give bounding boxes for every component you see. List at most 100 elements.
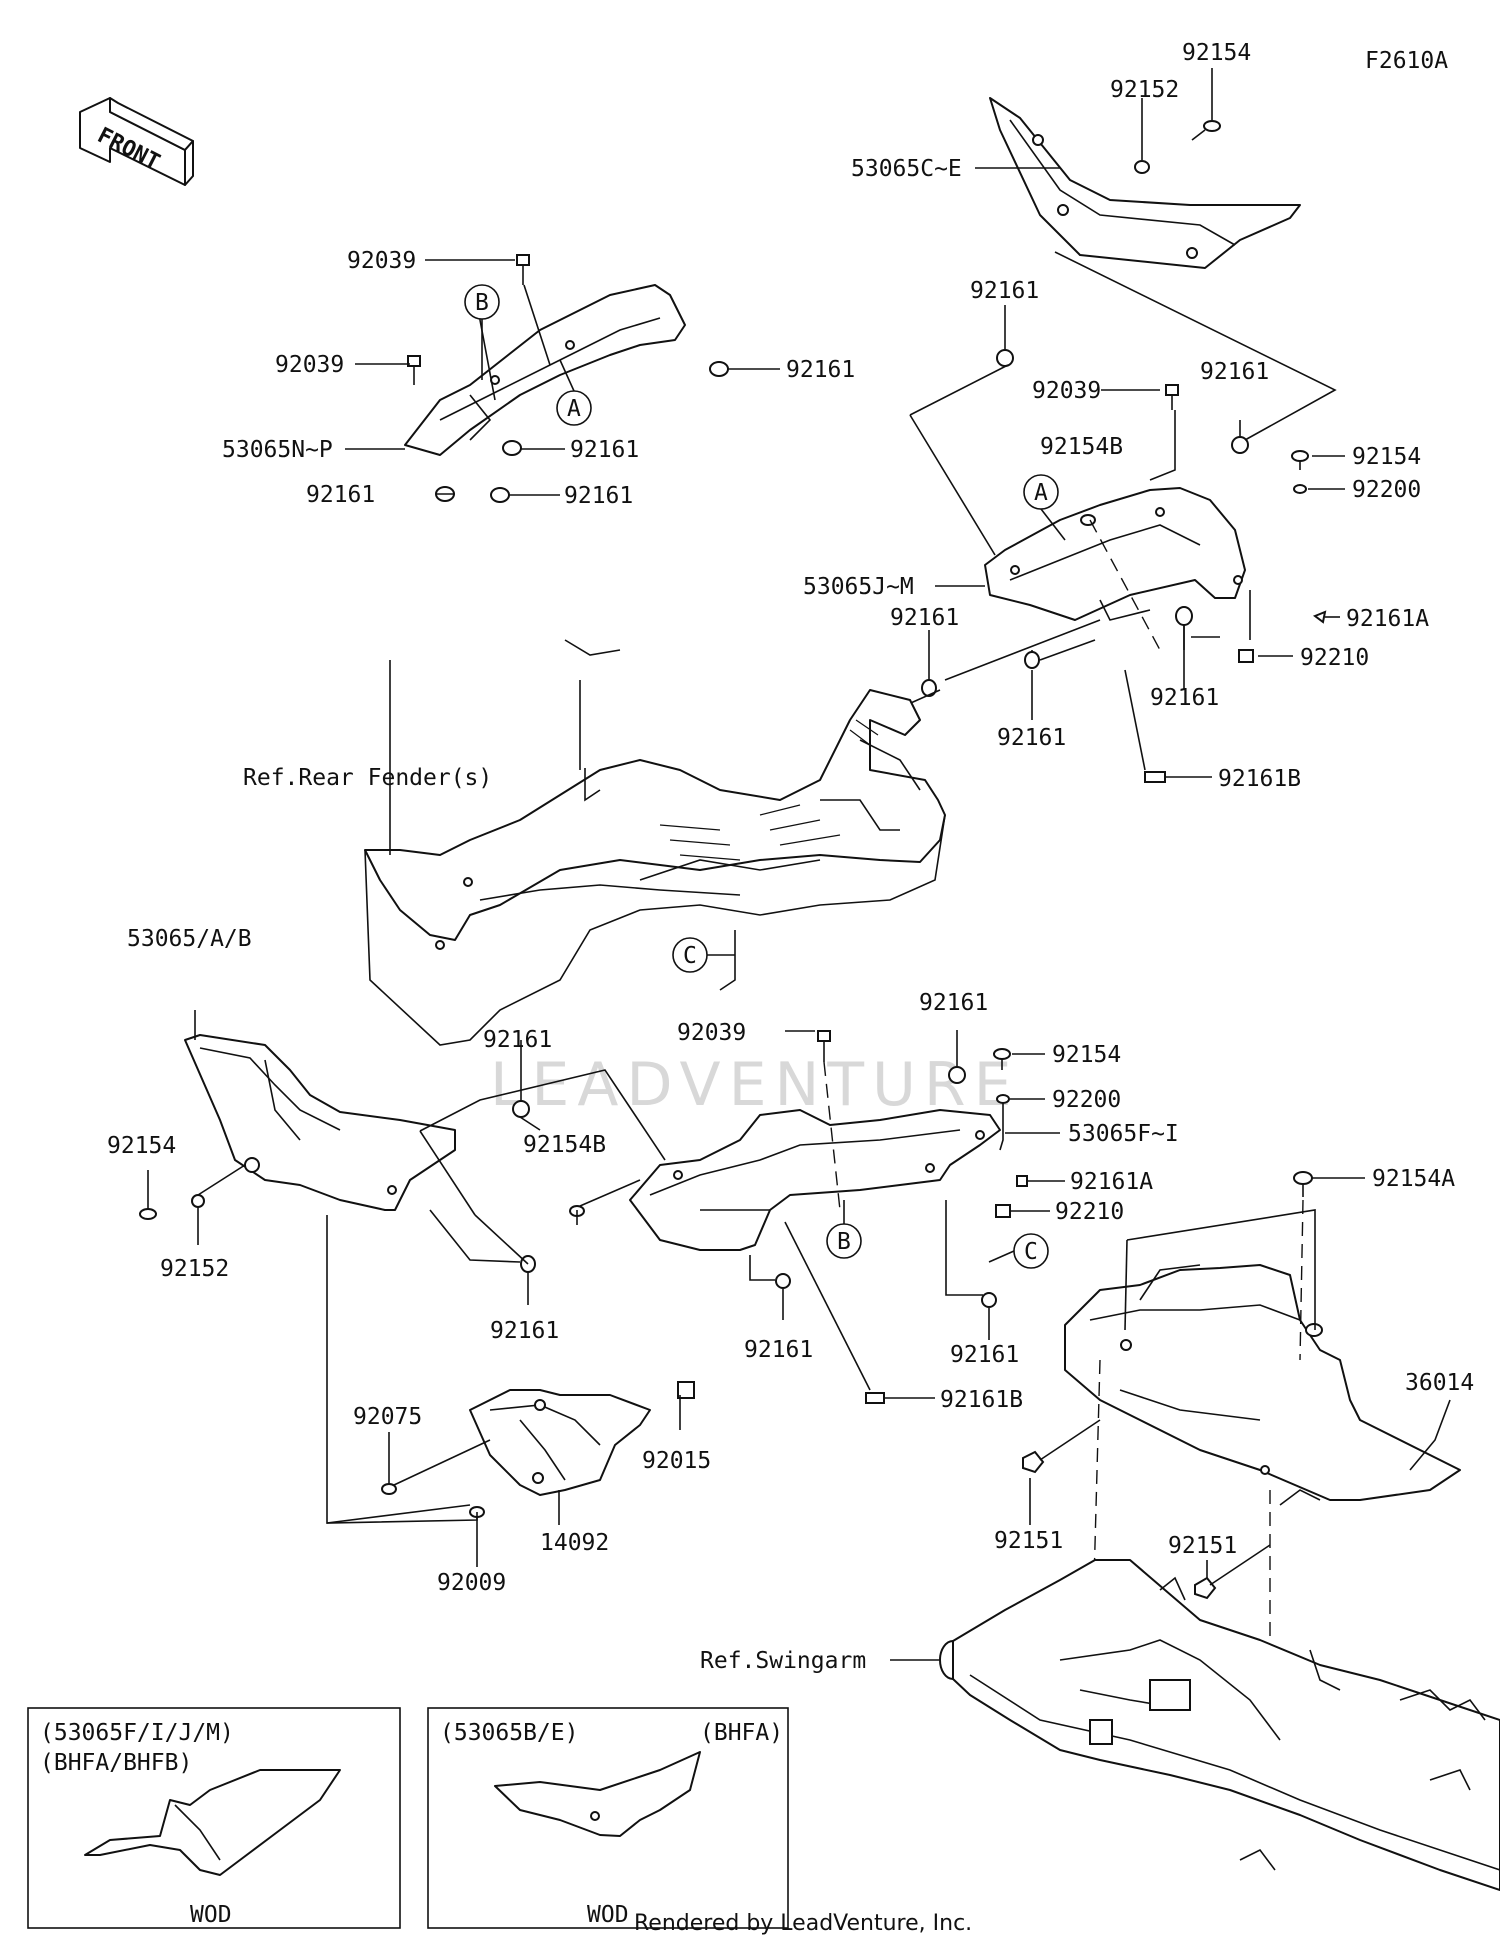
callout-92154: 92154 — [107, 1133, 176, 1159]
bracket-14092 — [469, 1389, 651, 1496]
rear-fender-assembly — [364, 639, 946, 1046]
grommet-icon — [709, 361, 729, 377]
callout-92154b: 92154B — [1040, 434, 1123, 460]
callout-92161: 92161 — [786, 357, 855, 383]
callout-92154: 92154 — [1052, 1042, 1121, 1068]
inset-left-part — [84, 1769, 341, 1876]
rivet-icon — [817, 1030, 831, 1062]
callout-53065-a-b: 53065/A/B — [127, 926, 252, 952]
clip-icon — [865, 1392, 885, 1404]
ref-letter-a: A — [1034, 480, 1048, 506]
bolt-icon — [1194, 1576, 1217, 1600]
inset-right-models: (53065B/E) — [440, 1720, 578, 1746]
ref-letter-b: B — [837, 1229, 851, 1255]
washer-icon — [191, 1194, 205, 1208]
grommet-icon — [502, 440, 522, 456]
callout-92161: 92161 — [564, 483, 633, 509]
callout-92152: 92152 — [160, 1256, 229, 1282]
callout-92200: 92200 — [1352, 477, 1421, 503]
screw-icon — [1293, 1171, 1313, 1197]
callout-92210: 92210 — [1055, 1199, 1124, 1225]
side-cover-middle-right — [984, 487, 1246, 621]
grommet-icon — [948, 1066, 966, 1084]
callout-92161: 92161 — [997, 725, 1066, 751]
callout-92015: 92015 — [642, 1448, 711, 1474]
callout-ref-swingarm: Ref.Swingarm — [700, 1648, 866, 1674]
callout-92161: 92161 — [306, 482, 375, 508]
nut-icon — [677, 1381, 695, 1399]
callout-92161: 92161 — [570, 437, 639, 463]
clip-icon — [1144, 771, 1166, 783]
callout-36014: 36014 — [1405, 1370, 1474, 1396]
screw-icon — [1191, 120, 1221, 141]
callout-92161: 92161 — [1200, 359, 1269, 385]
callout-92161: 92161 — [890, 605, 959, 631]
callout-92154a: 92154A — [1372, 1166, 1455, 1192]
callout-92151: 92151 — [994, 1528, 1063, 1554]
callout-53065c-e: 53065C~E — [851, 156, 962, 182]
clip-icon — [1312, 610, 1327, 624]
inset-right-variants: (BHFA) — [700, 1720, 783, 1746]
ref-letter-b: B — [475, 290, 489, 316]
callout-53065f-i: 53065F~I — [1068, 1121, 1179, 1147]
callout-53065j-m: 53065J~M — [803, 574, 914, 600]
screw-icon — [1291, 450, 1309, 470]
inset-left-variants: (BHFA/BHFB) — [40, 1750, 192, 1776]
grommet-icon — [490, 487, 510, 503]
nut-icon — [995, 1204, 1011, 1218]
callout-92161b: 92161B — [940, 1387, 1023, 1413]
screw-icon — [993, 1048, 1011, 1070]
washer-icon — [1134, 160, 1150, 174]
swingarm — [939, 1559, 1500, 1891]
callout-14092: 14092 — [540, 1530, 609, 1556]
callout-92161a: 92161A — [1070, 1169, 1153, 1195]
grommet-icon — [996, 349, 1014, 367]
side-cover-middle-left — [629, 1109, 1001, 1251]
grommet-icon — [921, 679, 937, 697]
callout-92154: 92154 — [1352, 444, 1421, 470]
callout-92161: 92161 — [483, 1027, 552, 1053]
inset-right-caption: WOD — [587, 1902, 629, 1928]
ref-letter-c: C — [683, 943, 697, 969]
inset-left-caption: WOD — [190, 1902, 232, 1928]
grommet-icon — [512, 1100, 530, 1118]
callout-92200: 92200 — [1052, 1087, 1121, 1113]
callout-rear-fender: Ref.Rear Fender(s) — [243, 765, 492, 791]
callout-92009: 92009 — [437, 1570, 506, 1596]
callout-92161: 92161 — [950, 1342, 1019, 1368]
callout-92152: 92152 — [1110, 77, 1179, 103]
screw-icon — [381, 1483, 397, 1495]
ref-letter-a: A — [567, 396, 581, 422]
screw-icon — [139, 1190, 157, 1220]
callout-92161: 92161 — [744, 1337, 813, 1363]
credit-text: Rendered by LeadVenture, Inc. — [634, 1911, 972, 1936]
callout-92154: 92154 — [1182, 40, 1251, 66]
front-arrow-icon: FRONT — [79, 97, 194, 186]
callout-92039: 92039 — [677, 1020, 746, 1046]
callout-92161: 92161 — [970, 278, 1039, 304]
rivet-icon — [1165, 384, 1179, 410]
washer-icon — [1293, 484, 1307, 494]
ref-letter-c: C — [1024, 1239, 1038, 1265]
callout-92075: 92075 — [353, 1404, 422, 1430]
grommet-icon — [981, 1292, 997, 1308]
side-cover-upper-right — [989, 97, 1301, 269]
grommet-icon — [1024, 651, 1040, 669]
screw-icon — [569, 1179, 641, 1217]
callout-92161a: 92161A — [1346, 606, 1429, 632]
rivet-icon — [407, 355, 421, 385]
chain-guard-36014 — [1064, 1264, 1461, 1506]
rivet-icon — [516, 254, 530, 285]
screw-icon — [1080, 514, 1096, 526]
inset-right-part — [494, 1751, 701, 1837]
callout-92161: 92161 — [1150, 685, 1219, 711]
watermark-text: LEADVENTURE — [490, 1050, 1020, 1120]
inset-left-models: (53065F/I/J/M) — [40, 1720, 234, 1746]
callout-92039: 92039 — [347, 248, 416, 274]
diagram-code: F2610A — [1365, 48, 1448, 74]
callout-92161b: 92161B — [1218, 766, 1301, 792]
bolt-icon — [1022, 1450, 1045, 1474]
tail-cover-upper-left — [404, 284, 686, 456]
grommet-icon — [775, 1273, 791, 1289]
